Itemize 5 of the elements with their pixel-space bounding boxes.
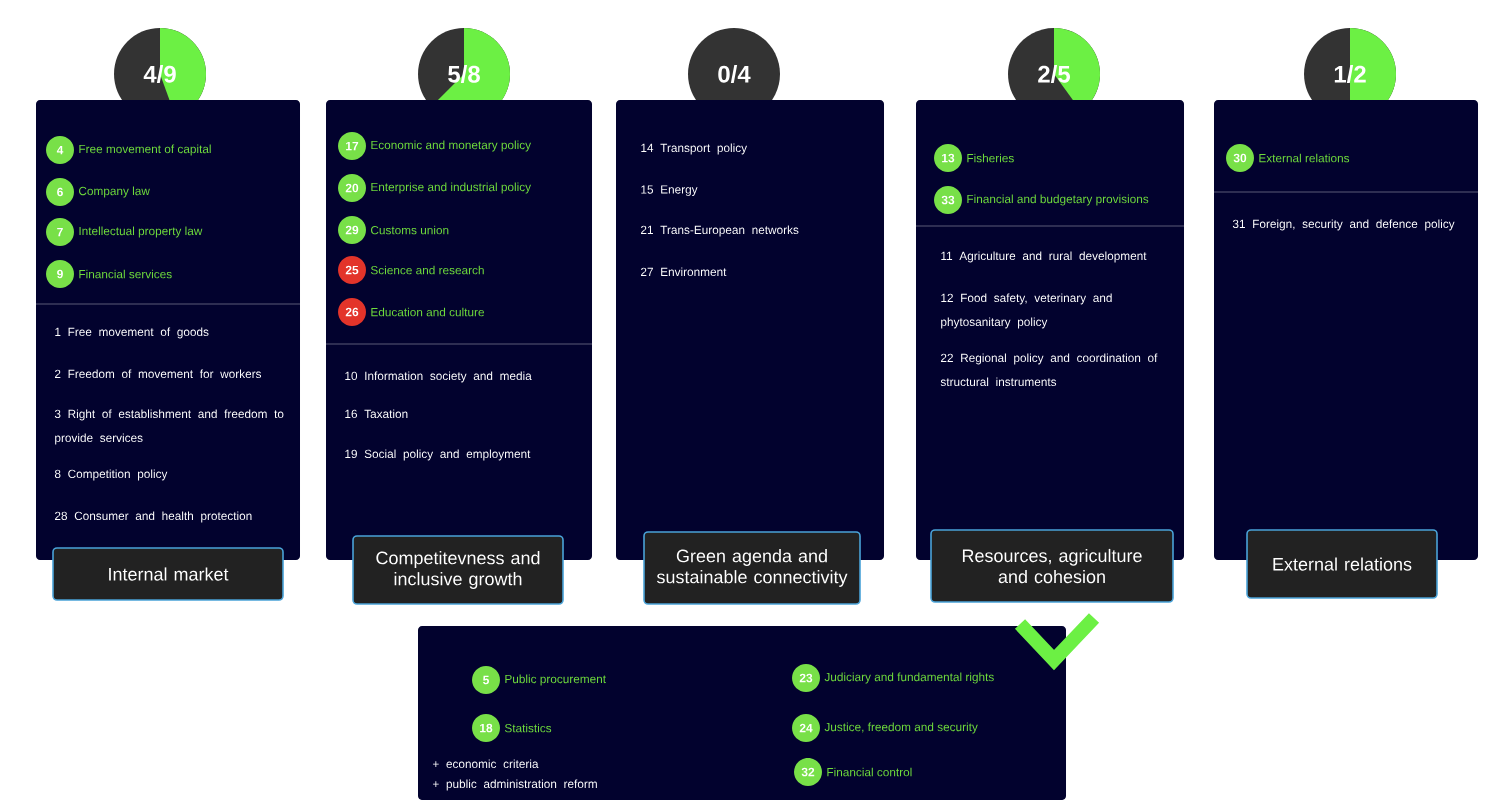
cluster-title: Green agenda and sustainable connectivity xyxy=(643,531,861,605)
cluster-title: Competitevness and inclusive growth xyxy=(352,535,564,605)
cluster-title: Internal market xyxy=(52,547,284,601)
cluster-title: Resources, agriculture and cohesion xyxy=(930,529,1174,603)
cluster-title: External relations xyxy=(1246,529,1438,599)
